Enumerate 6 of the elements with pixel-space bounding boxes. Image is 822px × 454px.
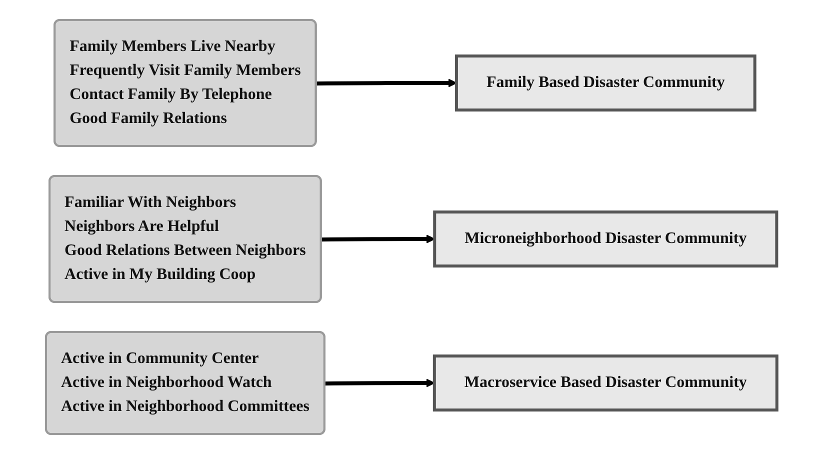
node-box: Microneighborhood Disaster Community bbox=[432, 210, 778, 268]
arrow bbox=[320, 234, 435, 244]
arrow bbox=[316, 78, 456, 88]
node-box: Family Based Disaster Community bbox=[454, 54, 756, 112]
arrow bbox=[324, 378, 434, 388]
node-box: Macroservice Based Disaster Community bbox=[432, 354, 778, 412]
